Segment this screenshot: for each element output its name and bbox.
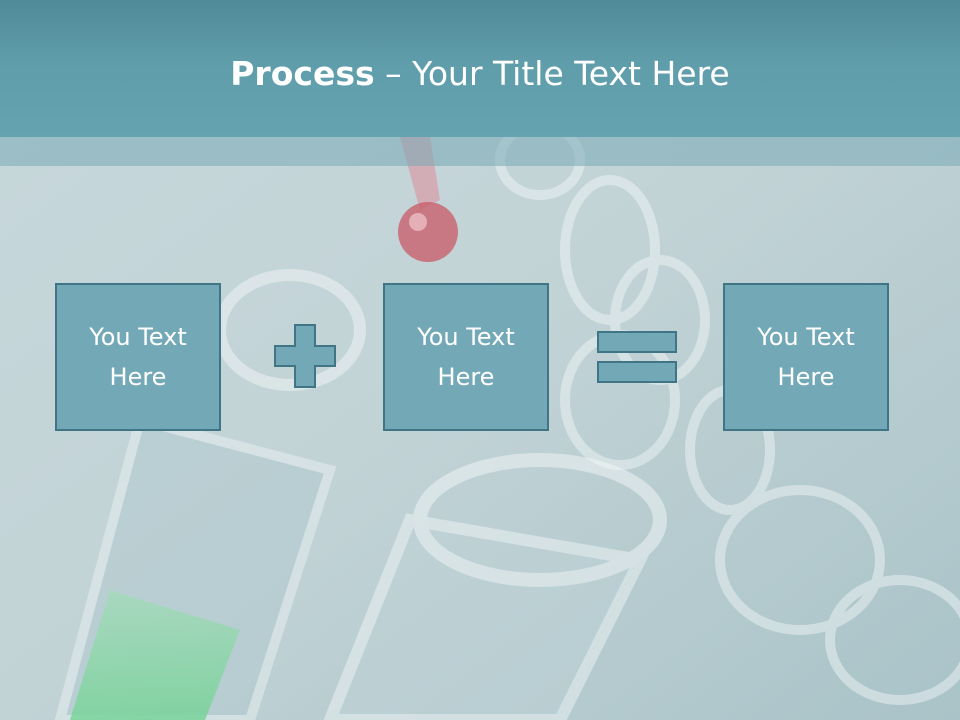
text-box-2-label: You Text Here <box>417 323 515 391</box>
title-bar <box>0 0 960 137</box>
text-box-3-label: You Text Here <box>757 323 855 391</box>
text-box-1[interactable]: You Text Here <box>55 283 221 431</box>
text-box-1-label: You Text Here <box>89 323 187 391</box>
slide-title[interactable]: Process – Your Title Text Here <box>0 52 960 96</box>
text-box-3[interactable]: You Text Here <box>723 283 889 431</box>
plus-icon <box>274 324 336 388</box>
title-underline-strip <box>0 137 960 166</box>
equals-icon <box>597 331 677 383</box>
title-rest: – Your Title Text Here <box>374 54 730 93</box>
title-bold: Process <box>230 54 375 93</box>
text-box-2[interactable]: You Text Here <box>383 283 549 431</box>
